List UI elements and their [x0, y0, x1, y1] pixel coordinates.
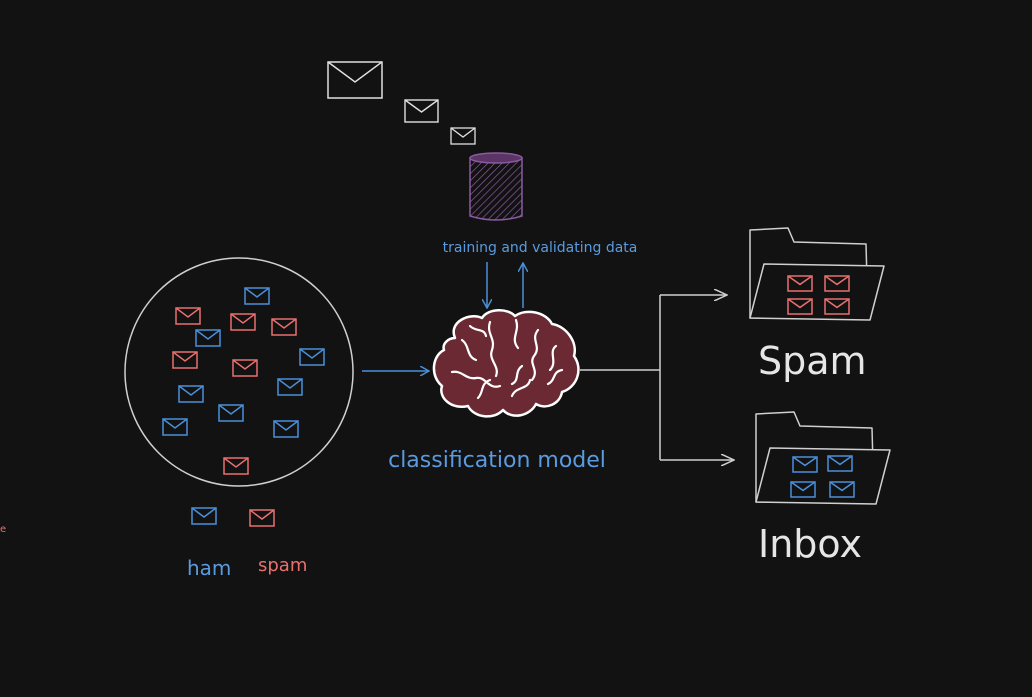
legend-spam-envelope-icon [249, 509, 275, 527]
spam-envelope-icon [172, 351, 198, 369]
ham-envelope-icon [827, 455, 853, 472]
spam-folder-emails [787, 275, 850, 315]
spam-envelope-icon [271, 318, 297, 336]
legend-ham-envelope-icon [191, 507, 217, 525]
training-data-label: training and validating data [443, 240, 638, 256]
spam-envelope-icon [787, 275, 813, 292]
spam-envelope-icon [223, 457, 249, 475]
ham-envelope-icon [273, 420, 299, 438]
spam-envelope-icon [824, 275, 850, 292]
folder-icon [755, 411, 891, 505]
ham-envelope-icon [218, 404, 244, 422]
ham-envelope-icon [178, 385, 204, 403]
envelope-icon [450, 127, 476, 145]
folder-icon [749, 227, 885, 321]
spam-envelope-icon [787, 298, 813, 315]
ham-envelope-icon [829, 481, 855, 498]
brain-icon [432, 309, 580, 418]
ham-envelope-icon [162, 418, 188, 436]
inbox-folder-label: Inbox [758, 522, 862, 566]
ham-envelope-icon [792, 456, 818, 473]
ham-envelope-icon [244, 287, 270, 305]
envelope-icon [404, 99, 439, 123]
legend-ham-label: ham [187, 556, 231, 580]
email-dataset-circle [124, 257, 354, 487]
ham-envelope-icon [299, 348, 325, 366]
incoming-emails [327, 61, 476, 145]
inbox-folder [755, 411, 891, 505]
legend-spam-label: spam [258, 555, 307, 576]
spam-envelope-icon [175, 307, 201, 325]
spam-envelope-icon [232, 359, 258, 377]
envelope-icon [327, 61, 383, 99]
inbox-folder-emails [790, 455, 855, 498]
output-router [580, 295, 733, 460]
classification-model-label: classification model [388, 448, 606, 473]
dataset-emails [162, 287, 325, 475]
spam-envelope-icon [824, 298, 850, 315]
ham-envelope-icon [195, 329, 221, 347]
spam-folder-label: Spam [758, 339, 867, 383]
database-icon [469, 152, 523, 221]
ham-envelope-icon [790, 481, 816, 498]
legend: ham spam [187, 507, 307, 580]
spam-folder [749, 227, 885, 321]
ham-envelope-icon [277, 378, 303, 396]
stray-mark: e [0, 524, 6, 535]
spam-envelope-icon [230, 313, 256, 331]
